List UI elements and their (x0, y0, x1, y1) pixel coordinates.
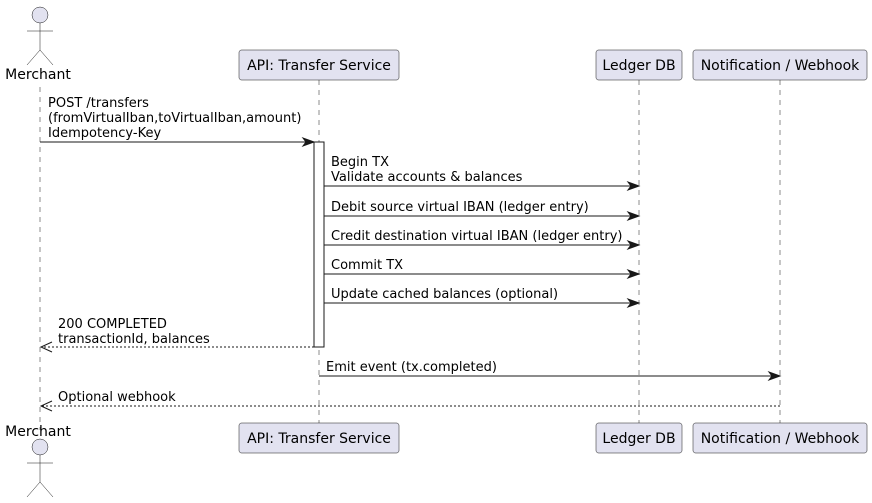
actor-merchant-bottom: Merchant (5, 424, 71, 498)
participant-notification-bottom: Notification / Webhook (692, 422, 868, 454)
arrowhead (626, 268, 641, 280)
message-label-line: Update cached balances (optional) (331, 287, 558, 302)
participant-box-api (238, 49, 400, 81)
participant-box-notification (692, 49, 868, 81)
actor-merchant-top: Merchant (5, 6, 71, 83)
arrowhead-open (39, 400, 53, 412)
participant-label-api-bottom: API: Transfer Service (247, 431, 391, 447)
arrowhead (301, 136, 316, 148)
participant-label-merchant: Merchant (5, 67, 71, 83)
message-label-line: (fromVirtualIban,toVirtualIban,amount) (48, 111, 301, 126)
actor-head-icon (31, 438, 49, 456)
arrowhead (626, 210, 641, 222)
participant-label-notification-bottom: Notification / Webhook (701, 431, 860, 447)
message-begin-tx: Begin TX Validate accounts & balances (324, 155, 641, 192)
arrowhead (767, 370, 782, 382)
message-post-transfers: POST /transfers (fromVirtualIban,toVirtu… (40, 96, 316, 148)
participant-label-ledger-bottom: Ledger DB (602, 431, 675, 447)
message-label-line: Emit event (tx.completed) (326, 360, 497, 375)
message-update-cached-balances: Update cached balances (optional) (324, 287, 641, 309)
message-optional-webhook: Optional webhook (39, 390, 780, 412)
message-label-line: transactionId, balances (58, 332, 210, 347)
message-200-completed: 200 COMPLETED transactionId, balances (39, 317, 314, 353)
participant-box-ledger (595, 49, 683, 81)
message-label-line: Commit TX (331, 258, 403, 273)
participant-box-api-bottom (238, 422, 400, 454)
message-label-line: Credit destination virtual IBAN (ledger … (331, 229, 623, 244)
participant-api-top: API: Transfer Service (238, 49, 400, 81)
participant-label-merchant-bottom: Merchant (5, 424, 71, 440)
message-label-line: Validate accounts & balances (331, 170, 523, 185)
actor-head-icon (31, 6, 49, 24)
participant-label-notification: Notification / Webhook (701, 58, 860, 74)
message-label-line: Optional webhook (58, 390, 176, 405)
arrowhead (626, 297, 641, 309)
arrowhead (626, 239, 641, 251)
participant-label-ledger: Ledger DB (602, 58, 675, 74)
participant-label-api: API: Transfer Service (247, 58, 391, 74)
message-label-line: POST /transfers (48, 96, 149, 111)
participant-notification-top: Notification / Webhook (692, 49, 868, 81)
message-emit-event: Emit event (tx.completed) (319, 360, 782, 382)
message-label-line: Begin TX (331, 155, 389, 170)
message-credit-destination: Credit destination virtual IBAN (ledger … (324, 229, 641, 251)
message-commit-tx: Commit TX (324, 258, 641, 280)
participant-api-bottom: API: Transfer Service (238, 422, 400, 454)
participant-box-ledger-bottom (595, 422, 683, 454)
actor-body-icon (26, 455, 54, 498)
participant-ledger-bottom: Ledger DB (595, 422, 683, 454)
participant-box-notification-bottom (692, 422, 868, 454)
arrowhead (626, 180, 641, 192)
participant-ledger-top: Ledger DB (595, 49, 683, 81)
arrowhead-open (39, 341, 53, 353)
actor-body-icon (26, 23, 54, 66)
activation-bar-api (313, 141, 325, 348)
message-label-line: 200 COMPLETED (58, 317, 167, 332)
message-label-line: Idempotency-Key (48, 126, 161, 141)
message-debit-source: Debit source virtual IBAN (ledger entry) (324, 200, 641, 222)
message-label-line: Debit source virtual IBAN (ledger entry) (331, 200, 589, 215)
